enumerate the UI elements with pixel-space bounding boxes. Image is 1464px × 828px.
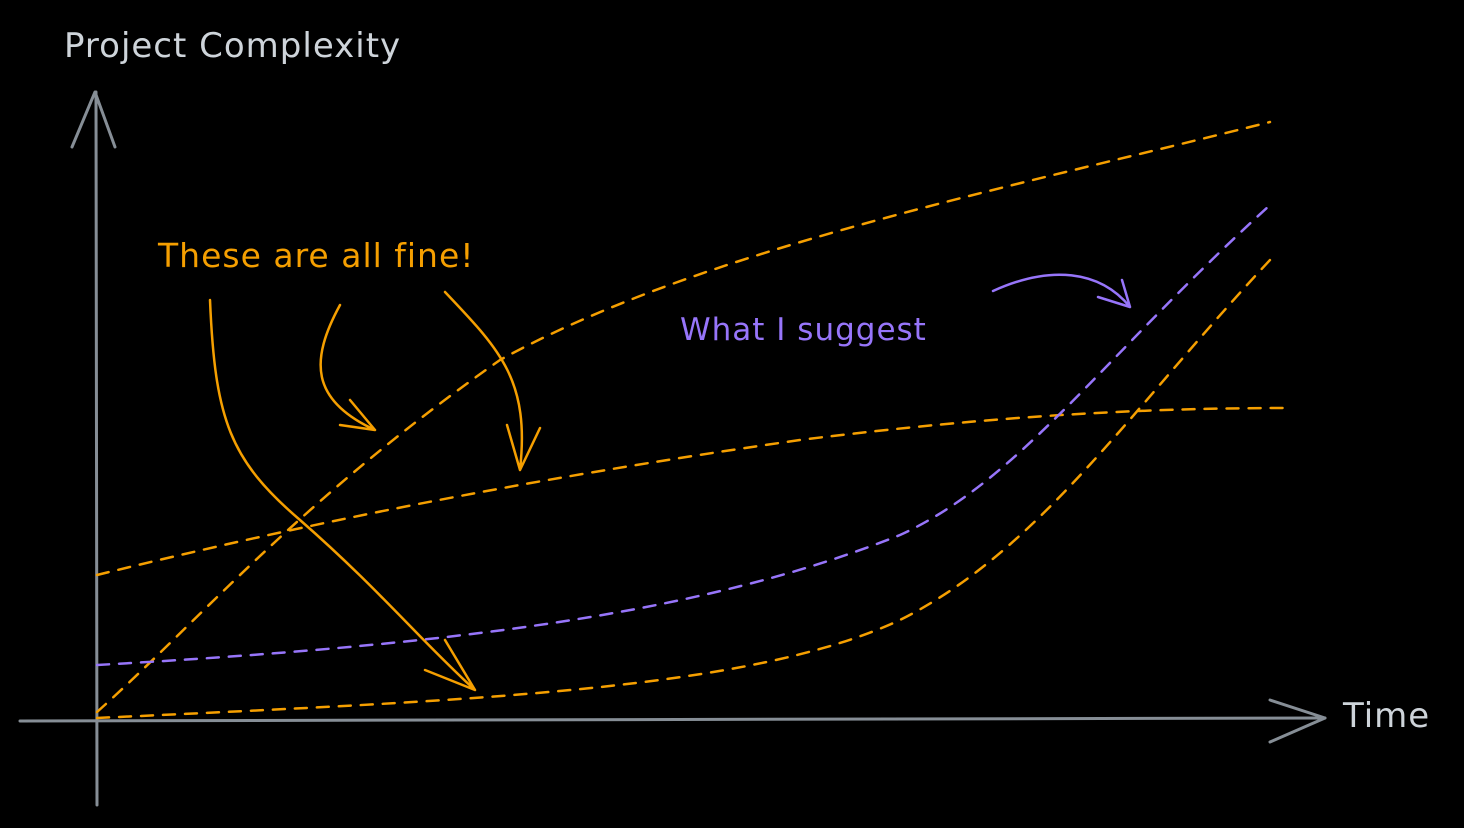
purple-suggested-curve: [95, 203, 1272, 667]
orange-concave-curve: [95, 120, 1272, 714]
x-axis-label: Time: [1343, 696, 1431, 736]
orange-flattening-curve: [95, 406, 1292, 577]
annotation-suggest: What I suggest: [680, 312, 927, 348]
arrow-to-exponential: [208, 298, 477, 692]
y-axis-label: Project Complexity: [64, 26, 402, 66]
orange-exponential-curve: [95, 258, 1272, 720]
arrow-to-suggested: [991, 273, 1132, 309]
arrow-to-concave: [319, 303, 377, 432]
x-axis: [18, 716, 1327, 723]
y-axis: [94, 90, 99, 807]
arrow-to-flattening: [443, 290, 542, 472]
annotation-fine: These are all fine!: [158, 236, 475, 275]
y-axis-arrowhead: [70, 90, 117, 149]
x-axis-arrowhead: [1268, 698, 1327, 744]
